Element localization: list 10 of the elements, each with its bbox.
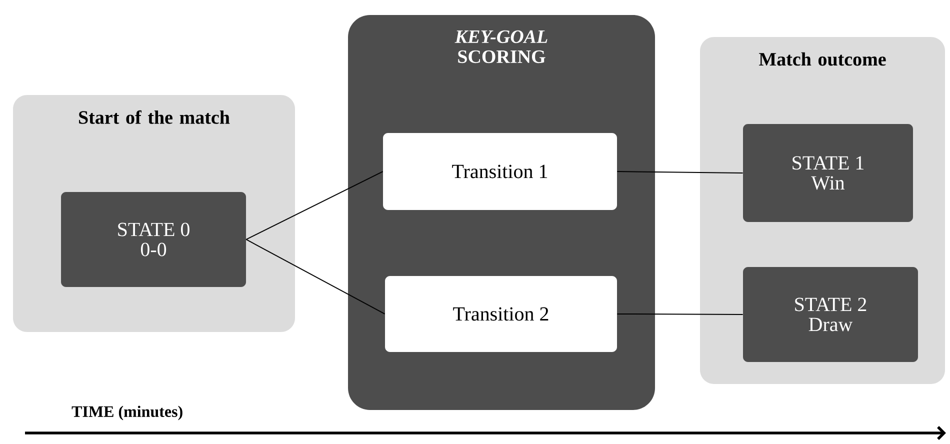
connector-line <box>246 171 384 240</box>
state-box: STATE 0 0-0 <box>61 192 246 287</box>
transition-box: Transition 2 <box>385 276 617 352</box>
axis-label: TIME (minutes) <box>72 406 182 420</box>
connector-line <box>616 313 744 315</box>
connector-line <box>246 239 386 314</box>
transition-box: Transition 1 <box>383 133 617 210</box>
connector-line <box>616 171 744 174</box>
state-box: STATE 2 Draw <box>743 267 918 362</box>
state-box: STATE 1 Win <box>743 124 913 222</box>
